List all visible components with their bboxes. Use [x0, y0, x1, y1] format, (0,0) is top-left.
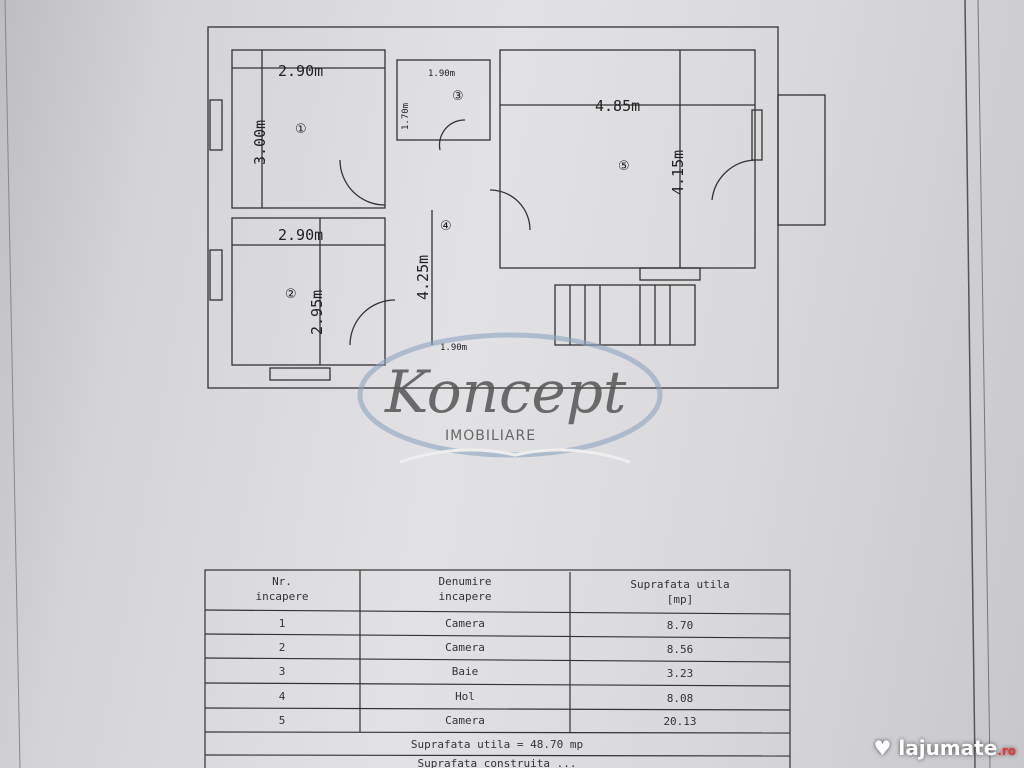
- room-3: [396, 59, 491, 141]
- site-logo: ♥ lajumate.ro: [873, 736, 1016, 760]
- table-cell: 1: [279, 617, 286, 630]
- floor-plan: [207, 26, 826, 389]
- room4-bottom-width-label: 1.90m: [440, 343, 467, 353]
- room-marker: ⑤: [618, 159, 630, 174]
- room-marker: ④: [440, 219, 452, 234]
- table-header: incapere: [439, 590, 492, 603]
- room4-height-label: 4.25m: [414, 255, 432, 300]
- room2-width-label: 2.90m: [278, 226, 323, 244]
- window: [209, 99, 223, 151]
- room-marker: ③: [452, 89, 464, 104]
- page-border: [964, 0, 976, 768]
- room3-width-label: 1.90m: [428, 69, 455, 79]
- table-header: [mp]: [667, 593, 694, 606]
- table-built-area: Suprafata construita ...: [418, 757, 577, 768]
- site-logo-name: lajumate: [898, 736, 998, 760]
- page-border: [4, 0, 21, 768]
- site-logo-tld: .ro: [997, 744, 1016, 758]
- table-cell: 4: [279, 690, 286, 703]
- room-1: [231, 49, 386, 209]
- stairs: [554, 284, 696, 346]
- door-swing: [489, 189, 531, 231]
- room-marker: ②: [285, 287, 297, 302]
- room3-height-label: 1.70m: [401, 103, 411, 130]
- room-table-text: Nr. incapere Denumire incapere Suprafata…: [256, 575, 730, 768]
- table-cell: 8.08: [667, 692, 694, 705]
- watermark-sub: IMOBILIARE: [445, 428, 536, 444]
- table-cell: Camera: [445, 714, 485, 727]
- table-cell: 20.13: [663, 715, 696, 728]
- table-header: incapere: [256, 590, 309, 603]
- table-total: Suprafata utila = 48.70 mp: [411, 738, 583, 751]
- watermark-logo: Koncept IMOBILIARE: [357, 332, 663, 464]
- window: [209, 249, 223, 301]
- room5-width-label: 4.85m: [595, 97, 640, 115]
- table-header: Denumire: [439, 575, 492, 588]
- table-cell: Baie: [452, 665, 479, 678]
- room-2: [231, 217, 386, 366]
- page-border: [977, 0, 991, 768]
- room-table: [204, 569, 791, 768]
- door-swing: [711, 159, 756, 201]
- table-cell: Camera: [445, 617, 485, 630]
- door-swing: [438, 119, 466, 151]
- table-header: Suprafata utila: [630, 578, 729, 591]
- room1-width-label: 2.90m: [278, 62, 323, 80]
- table-cell: Hol: [455, 690, 475, 703]
- table-cell: 5: [279, 714, 286, 727]
- room-5: [499, 49, 756, 269]
- table-cell: 3.23: [667, 667, 694, 680]
- heart-icon: ♥: [873, 736, 892, 760]
- room2-height-label: 2.95m: [308, 290, 326, 335]
- room-marker: ①: [295, 122, 307, 137]
- window: [751, 109, 763, 161]
- table-cell: Camera: [445, 641, 485, 654]
- door-swing: [349, 299, 396, 346]
- table-cell: 8.70: [667, 619, 694, 632]
- table-cell: 8.56: [667, 643, 694, 656]
- window: [639, 267, 701, 281]
- watermark-brand: Koncept: [384, 358, 627, 426]
- table-header: Nr.: [272, 575, 292, 588]
- window: [269, 367, 331, 381]
- table-cell: 3: [279, 665, 286, 678]
- dimension-labels: 2.90m 3.00m 1.90m 1.70m 4.85m 4.15m 2.90…: [251, 62, 687, 353]
- room5-height-label: 4.15m: [669, 150, 687, 195]
- balcony: [777, 94, 826, 226]
- room1-height-label: 3.00m: [251, 120, 269, 165]
- door-swing: [339, 159, 386, 206]
- table-cell: 2: [279, 641, 286, 654]
